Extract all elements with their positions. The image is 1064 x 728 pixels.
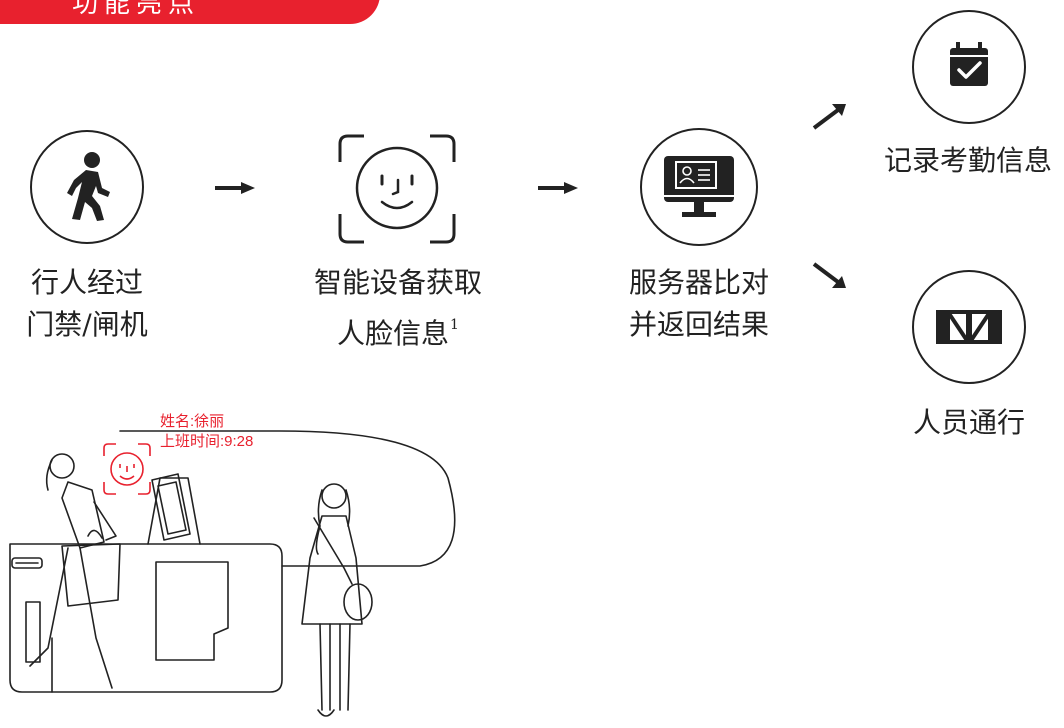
outcome-attendance-circle	[912, 10, 1026, 124]
flow-arrow-up	[812, 104, 846, 130]
outcome-access-circle	[912, 270, 1026, 384]
step2-label: 智能设备获取 人脸信息1	[298, 262, 498, 355]
step1-label-line1: 行人经过	[30, 266, 143, 299]
turnstile-gate-icon	[936, 310, 1002, 344]
turnstile-scene-illustration	[9, 430, 456, 717]
walking-person-icon	[67, 152, 110, 221]
flow-arrow-down	[812, 262, 846, 288]
face-scan-icon	[338, 134, 456, 244]
check-in-time: 上班时间:9:28	[160, 433, 254, 450]
section-banner: 功能亮点	[0, 0, 380, 24]
step2-label-line1: 智能设备获取	[313, 266, 482, 299]
step3-label: 服务器比对 并返回结果	[602, 262, 796, 346]
flow-arrow-1	[215, 182, 255, 194]
monitor-id-card-icon	[664, 156, 734, 217]
step1-label: 行人经过 门禁/闸机	[2, 262, 172, 346]
recognized-name: 姓名:徐丽	[160, 413, 225, 430]
flow-arrow-2	[538, 182, 578, 194]
calendar-check-icon	[950, 42, 988, 86]
step3-label-line1: 服务器比对	[628, 266, 769, 299]
step2-label-line2: 人脸信息1	[337, 317, 459, 350]
outcome2-label: 人员通行	[912, 406, 1025, 439]
step3-label-line2: 并返回结果	[628, 308, 769, 341]
step1-label-line2: 门禁/闸机	[26, 308, 148, 341]
step-server-circle	[640, 128, 758, 246]
banner-title: 功能亮点	[72, 0, 201, 19]
outcome1-label: 记录考勤信息	[883, 144, 1052, 177]
step-pedestrian-circle	[30, 130, 144, 244]
footnote-marker: 1	[450, 317, 459, 333]
